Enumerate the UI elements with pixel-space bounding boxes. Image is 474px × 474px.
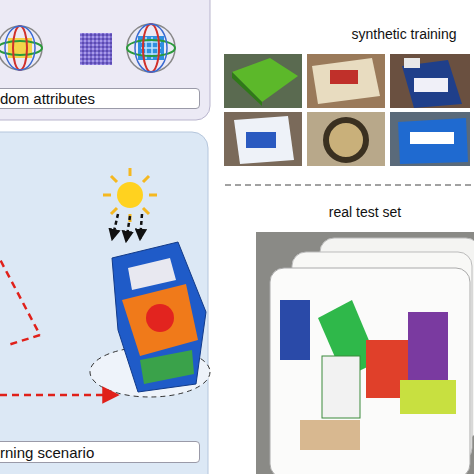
section-heading: real test set (329, 204, 401, 220)
package-object (112, 242, 206, 392)
texture-icon (80, 33, 112, 65)
camera-rays (0, 250, 118, 395)
panel-label: rning scenario (0, 444, 94, 461)
sphere-icon (0, 26, 42, 70)
light-arrows (112, 214, 142, 242)
synthetic-images (224, 54, 470, 166)
panel-label: dom attributes (0, 90, 95, 107)
sun-icon (103, 168, 157, 222)
divider-line (225, 185, 472, 186)
sphere-icon (127, 24, 175, 72)
attribute-panel (0, 0, 210, 120)
label-box: rning scenario (0, 441, 200, 463)
real-test-photo (256, 232, 474, 474)
scenario-panel (0, 132, 208, 474)
section-heading: synthetic training (351, 26, 456, 42)
label-box: dom attributes (0, 88, 200, 109)
